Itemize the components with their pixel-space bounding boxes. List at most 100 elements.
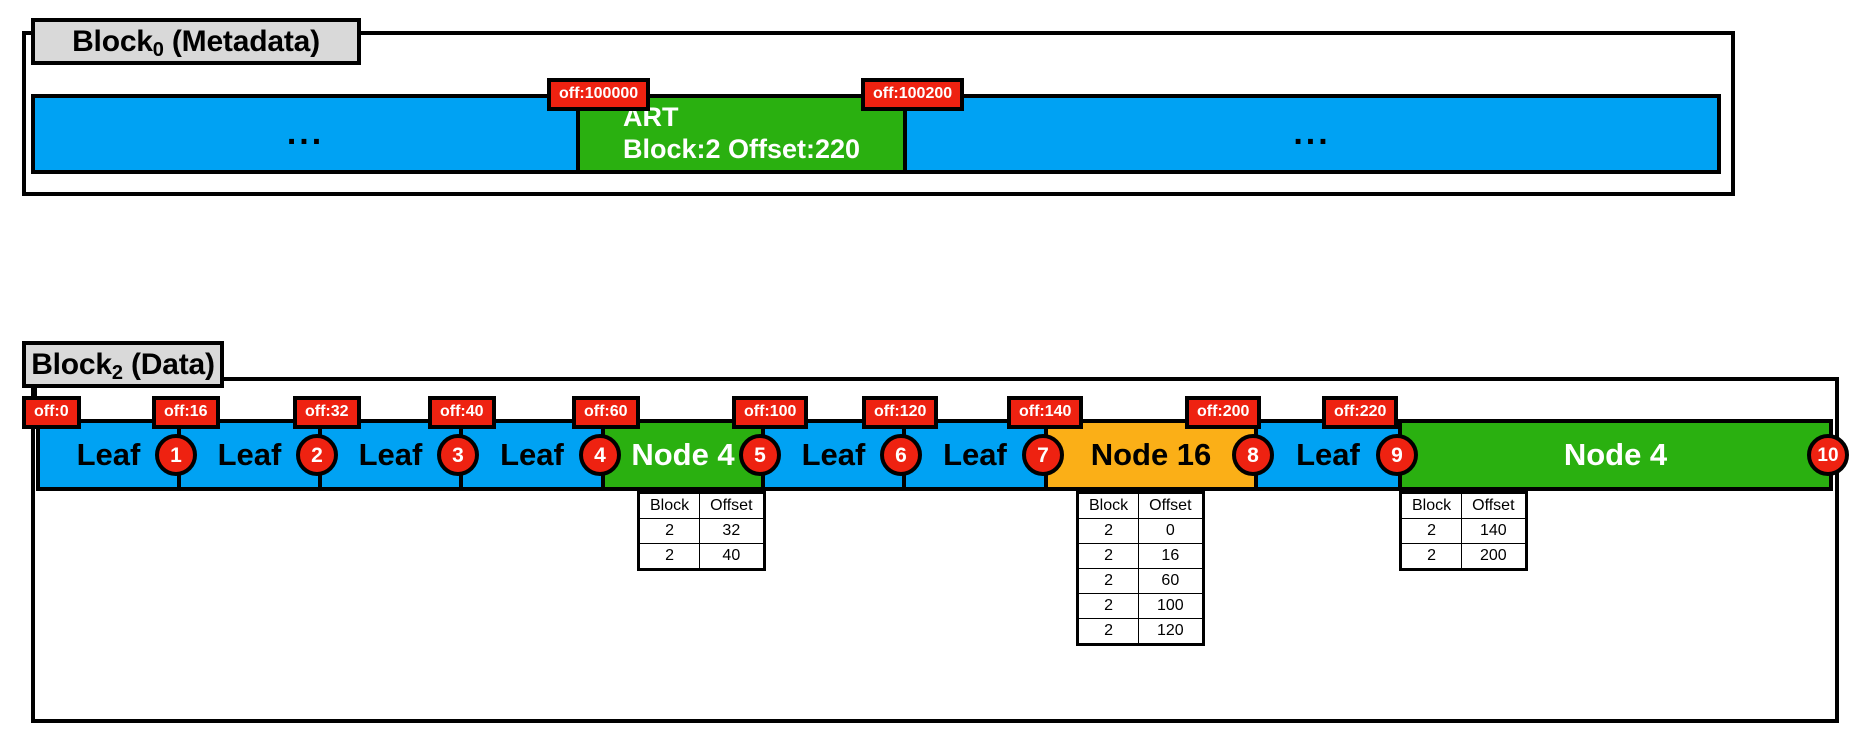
badge-7[interactable]: 7 (1022, 434, 1064, 476)
table-cell: 32 (699, 518, 765, 544)
art-title: ART (622, 102, 679, 133)
table-header-cell: Offset (1138, 492, 1204, 519)
table-cell: 2 (1399, 518, 1463, 544)
segment-label: Leaf (217, 437, 282, 472)
segment-leaf-6[interactable]: Leaf 6 (765, 423, 922, 487)
segment-label: Node 4 (631, 437, 735, 472)
badge-4[interactable]: 4 (579, 434, 621, 476)
art-root-text: ART Block:2 Offset:220 (623, 102, 860, 166)
segment-label: Node 16 (1090, 437, 1212, 472)
offset-tag-data-1: off:16 (152, 396, 220, 429)
badge-2[interactable]: 2 (296, 434, 338, 476)
table-cell: 2 (637, 518, 701, 544)
data-block-tab-label: Block2 (Data) (31, 347, 215, 384)
art-subtitle: Block:2 Offset:220 (622, 134, 861, 164)
table-header-cell: Block (1399, 492, 1463, 519)
segment-label: Leaf (801, 437, 866, 472)
table-cell: 2 (1399, 543, 1463, 570)
segment-label: Leaf (76, 437, 141, 472)
segment-metadata-ellipsis-right[interactable]: ... (907, 98, 1717, 170)
segment-leaf-4[interactable]: Leaf 4 (463, 423, 621, 487)
badge-5[interactable]: 5 (739, 434, 781, 476)
offset-tag-data-3: off:40 (428, 396, 496, 429)
offset-tag-label: off:32 (305, 403, 349, 420)
segment-node16[interactable]: Node 16 8 (1048, 423, 1274, 487)
offset-tag-data-9: off:220 (1322, 396, 1399, 429)
segment-leaf-2[interactable]: Leaf 2 (181, 423, 338, 487)
badge-3[interactable]: 3 (437, 434, 479, 476)
badge-1[interactable]: 1 (155, 434, 197, 476)
segment-node4-a[interactable]: Node 4 5 (605, 423, 781, 487)
table-cell: 60 (1138, 568, 1204, 594)
offset-tag-data-7: off:140 (1007, 396, 1084, 429)
table-cell: 100 (1138, 593, 1204, 619)
table-header-cell: Offset (699, 492, 765, 519)
offset-tag-data-4: off:60 (572, 396, 640, 429)
data-strip: Leaf 1 Leaf 2 Leaf 3 Leaf 4 Node 4 5 Lea… (36, 419, 1849, 491)
segment-label: Leaf (943, 437, 1007, 472)
segment-leaf-7[interactable]: Leaf 7 (906, 423, 1064, 487)
metadata-block-tab-label: Block0 (Metadata) (72, 24, 320, 61)
segment-leaf-1[interactable]: Leaf 1 (40, 423, 197, 487)
segment-metadata-ellipsis-left[interactable]: ... (35, 98, 580, 170)
ellipsis-left: ... (286, 114, 325, 153)
badge-6[interactable]: 6 (880, 434, 922, 476)
offset-tag-label: off:40 (440, 403, 484, 420)
segment-label: Leaf (500, 437, 564, 472)
table-cell: 2 (637, 543, 701, 570)
table-header-cell: Block (1076, 492, 1140, 519)
offset-tag-label: off:60 (584, 403, 628, 420)
table-cell: 40 (699, 543, 765, 570)
ellipsis-right: ... (1293, 114, 1331, 153)
table-cell: 140 (1461, 518, 1527, 544)
offset-tag-data-8: off:200 (1185, 396, 1262, 429)
offset-tag-label: off:220 (1334, 403, 1387, 420)
offset-tag-data-5: off:100 (732, 396, 809, 429)
table-header-cell: Block (637, 492, 701, 519)
offset-tag-label: off:200 (1197, 403, 1250, 420)
offset-tag-metadata-1: off:100200 (861, 78, 965, 111)
segment-label: Leaf (358, 437, 423, 472)
offset-tag-metadata-0: off:100000 (547, 78, 651, 111)
offset-tag-label: off:120 (874, 403, 927, 420)
badge-8[interactable]: 8 (1232, 434, 1274, 476)
table-cell: 0 (1138, 518, 1204, 544)
offset-tag-label: off:16 (164, 403, 208, 420)
offset-tag-label: off:100 (744, 403, 797, 420)
segment-node4-b[interactable]: Node 4 10 (1402, 423, 1849, 487)
table-header-cell: Offset (1461, 492, 1527, 519)
offset-tag-label: off:100200 (873, 85, 953, 102)
table-cell: 16 (1138, 543, 1204, 569)
table-cell: 2 (1076, 593, 1140, 619)
table-cell: 200 (1461, 543, 1527, 570)
segment-leaf-3[interactable]: Leaf 3 (322, 423, 479, 487)
table-cell: 120 (1138, 618, 1204, 645)
segment-leaf-9[interactable]: Leaf 9 (1258, 423, 1418, 487)
segment-label: Leaf (1296, 437, 1360, 472)
offset-tag-data-2: off:32 (293, 396, 361, 429)
offset-tag-label: off:140 (1019, 403, 1072, 420)
offset-tag-label: off:0 (34, 403, 69, 420)
metadata-block-tab: Block0 (Metadata) (31, 18, 361, 65)
badge-9[interactable]: 9 (1376, 434, 1418, 476)
table-cell: 2 (1076, 618, 1140, 645)
table-cell: 2 (1076, 568, 1140, 594)
table-cell: 2 (1076, 543, 1140, 569)
offset-tag-data-6: off:120 (862, 396, 939, 429)
badge-10[interactable]: 10 (1807, 434, 1849, 476)
